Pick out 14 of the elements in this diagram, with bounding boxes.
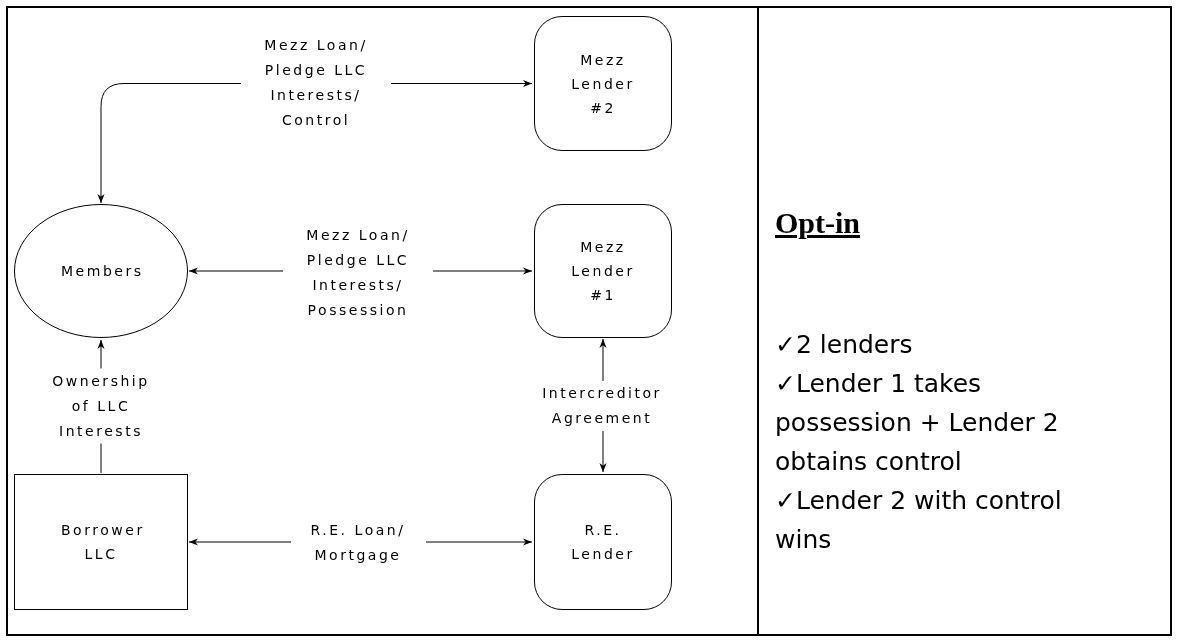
node-label: Members — [61, 262, 141, 281]
rounded-box — [534, 474, 672, 610]
node-label: Mezz Lender #2 — [570, 50, 636, 118]
bullet-text: ✓Lender 1 takes possession + Lender 2 obtains control — [775, 368, 1060, 478]
rounded-box — [534, 204, 672, 338]
node-label: Borrower LLC — [61, 521, 141, 564]
heading: Opt-in — [775, 205, 862, 241]
rounded-box — [534, 16, 672, 151]
square-box — [14, 474, 188, 610]
bullet-text: ✓2 lenders — [775, 329, 914, 361]
bullet-text: ✓Lender 2 with control wins — [775, 485, 1063, 556]
node-label: R.E. Lender — [570, 521, 636, 564]
node-label: Mezz Lender #1 — [570, 238, 636, 305]
ellipse-node — [14, 204, 188, 338]
